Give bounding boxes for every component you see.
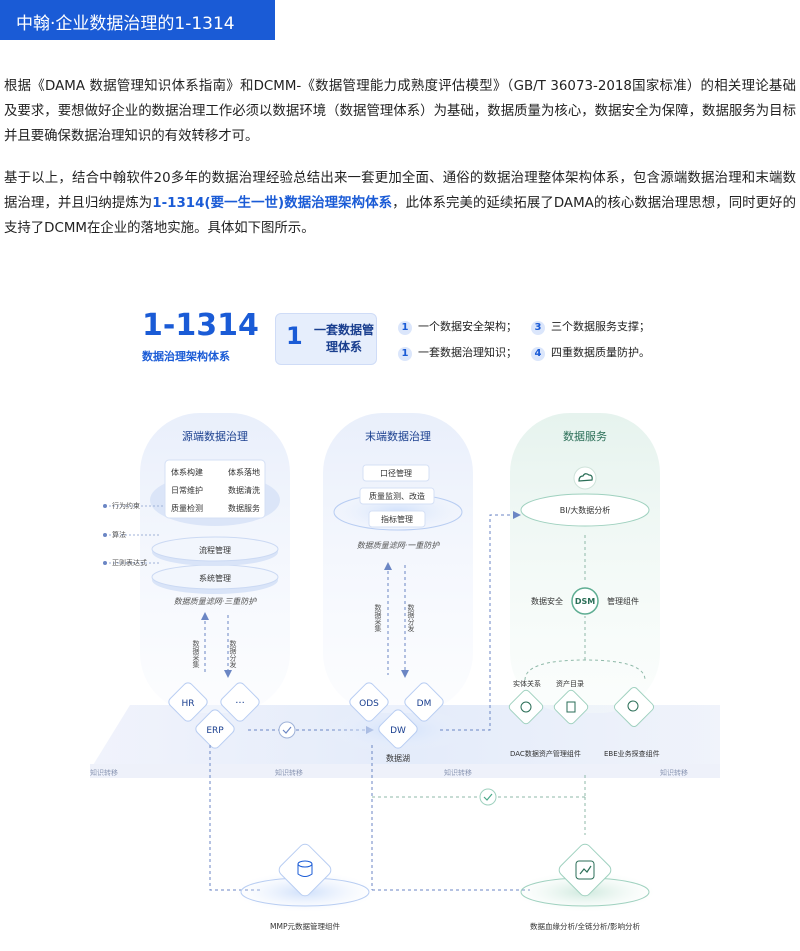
source-filter-caption: 数据质量滤网·三重防护 [174, 597, 258, 606]
flow-disc-top [151, 536, 279, 562]
framework-subtitle: 数据治理架构体系 [142, 350, 230, 363]
management-system-label: 一套数据管理体系 [314, 323, 375, 354]
shield-icon [479, 788, 497, 806]
lake-to-bi-arrow [440, 514, 517, 731]
collect-label-1: 数据采集 [192, 639, 200, 669]
regex-label: 正则表达式 [112, 558, 147, 567]
mmp-node [278, 843, 332, 897]
indicator-management: 指标管理 [381, 514, 413, 524]
lineage-label: 数据血缘分析/全链分析/影响分析 [530, 921, 641, 931]
data-service-column [510, 413, 660, 713]
intro-p2-part-a: 基于以上，结合中翰软件20多年的数据治理经验总结出来一套更加全面、通俗的数据治理… [4, 171, 796, 211]
tags-card [164, 459, 266, 519]
legend-text: 一个数据安全架构； [418, 320, 517, 333]
quality-monitor: 质量监测、改造 [369, 491, 425, 501]
indicator-box [368, 510, 426, 528]
intro-paragraph-2: 基于以上，结合中翰软件20多年的数据治理经验总结出来一套更加全面、通俗的数据治理… [4, 166, 796, 241]
intro-p2-part-b: ，此体系完美的延续拓展了DAMA的核心数据治理思想，同时更好的支持了DCMM在企… [4, 196, 796, 236]
legend-text: 三个数据服务支撑； [551, 320, 650, 333]
more-sources-label: ··· [235, 698, 245, 709]
shield-icon [278, 721, 296, 739]
legend-item-quality: 4 四重数据质量防护。 [531, 344, 650, 361]
dw-node [378, 709, 418, 749]
end-governance-column [323, 413, 473, 713]
tag-data-cleansing: 数据清洗 [228, 485, 260, 495]
knowledge-transfer-label-3: 知识转移 [444, 768, 472, 777]
algorithm-label: 算法 [112, 530, 126, 539]
legend-text: 一套数据治理知识； [418, 346, 517, 359]
tag-data-service: 数据服务 [228, 503, 260, 513]
bi-disc [520, 493, 650, 527]
hr-label: HR [181, 699, 194, 709]
framework-title: 1-1314 [142, 308, 259, 343]
caliber-management: 口径管理 [380, 468, 412, 478]
intro-paragraph-1: 根据《DAMA 数据管理知识体系指南》和DCMM-《数据管理能力成熟度评估模型》… [4, 79, 796, 144]
cloud-icon [573, 466, 597, 490]
data-lake-label: 数据湖 [386, 753, 410, 763]
page-title: 中翰·企业数据治理的1-1314 [16, 14, 235, 34]
legend-number: 1 [398, 321, 412, 335]
behavior-constraint-label: 行为约束 [112, 501, 140, 510]
dm-label: DM [417, 699, 432, 709]
erp-label: ERP [206, 726, 224, 736]
hr-node [168, 682, 208, 722]
end-filter-caption: 数据质量滤网·一重防护 [357, 541, 441, 550]
data-service-title: 数据服务 [563, 429, 607, 443]
erp-to-mmp-arrow [209, 745, 260, 891]
ebe-component-label: EBE业务探查组件 [604, 749, 660, 758]
end-governance-title: 末端数据治理 [365, 429, 431, 443]
knowledge-transfer-label-1: 知识转移 [90, 768, 118, 777]
tag-quality-check: 质量检测 [171, 503, 203, 513]
collect-label-2: 数据采集 [374, 603, 382, 633]
management-system-number: 1 [286, 322, 303, 350]
distribute-label-1: 数据分发 [229, 639, 237, 669]
asset-catalog-label: 资产目录 [556, 679, 584, 688]
intro-p2-highlight: 1-1314(要一生一世)数据治理架构体系 [152, 196, 393, 211]
legend-item-services: 3 三个数据服务支撑； [531, 318, 650, 335]
management-component-label: 管理组件 [607, 596, 639, 606]
knowledge-band [90, 764, 720, 778]
tag-system-build: 体系构建 [171, 467, 203, 477]
asset-catalog-node [553, 689, 589, 725]
bi-label: BI/大数据分析 [560, 505, 611, 515]
legend-number: 3 [531, 321, 545, 335]
entity-relation-label: 实体关系 [513, 679, 541, 688]
data-security-label: 数据安全 [531, 596, 563, 606]
legend-number: 1 [398, 347, 412, 361]
tag-daily-maintenance: 日常维护 [171, 485, 203, 495]
entity-relation-node [508, 689, 544, 725]
lineage-icon [575, 860, 595, 880]
mmp-label: MMP元数据管理组件 [270, 921, 340, 931]
legend-text: 四重数据质量防护。 [551, 346, 650, 359]
more-sources-node [220, 682, 260, 722]
ebe-node [613, 686, 655, 728]
dac-component-label: DAC数据资产管理组件 [510, 749, 581, 758]
dw-label: DW [390, 726, 406, 736]
ods-label: ODS [359, 699, 379, 709]
tag-system-landing: 体系落地 [228, 467, 260, 477]
legend-number: 4 [531, 347, 545, 361]
entity-relation-icon [520, 701, 532, 713]
system-management-label: 系统管理 [199, 573, 231, 583]
erp-node [195, 709, 235, 749]
management-system-box: 1 一套数据管理体系 [275, 313, 377, 365]
side-labels: 行为约束 算法 正则表达式 [103, 501, 165, 567]
dsm-node [571, 587, 599, 615]
distribute-label-2: 数据分发 [407, 603, 415, 633]
dsm-label: DSM [575, 597, 595, 606]
ods-node [349, 682, 389, 722]
caliber-box [362, 464, 430, 482]
title-banner: 中翰·企业数据治理的1-1314 [0, 0, 275, 40]
legend-item-knowledge: 1 一套数据治理知识； [398, 344, 517, 361]
quality-monitor-box [359, 487, 435, 505]
knowledge-transfer-label-4: 知识转移 [660, 768, 688, 777]
search-icon [627, 700, 639, 712]
asset-catalog-icon [566, 701, 576, 713]
knowledge-transfer-label-2: 知识转移 [275, 768, 303, 777]
source-governance-title: 源端数据治理 [182, 429, 248, 443]
legend-item-security: 1 一个数据安全架构； [398, 318, 517, 335]
flow-management-label: 流程管理 [199, 545, 231, 555]
dm-node [404, 682, 444, 722]
